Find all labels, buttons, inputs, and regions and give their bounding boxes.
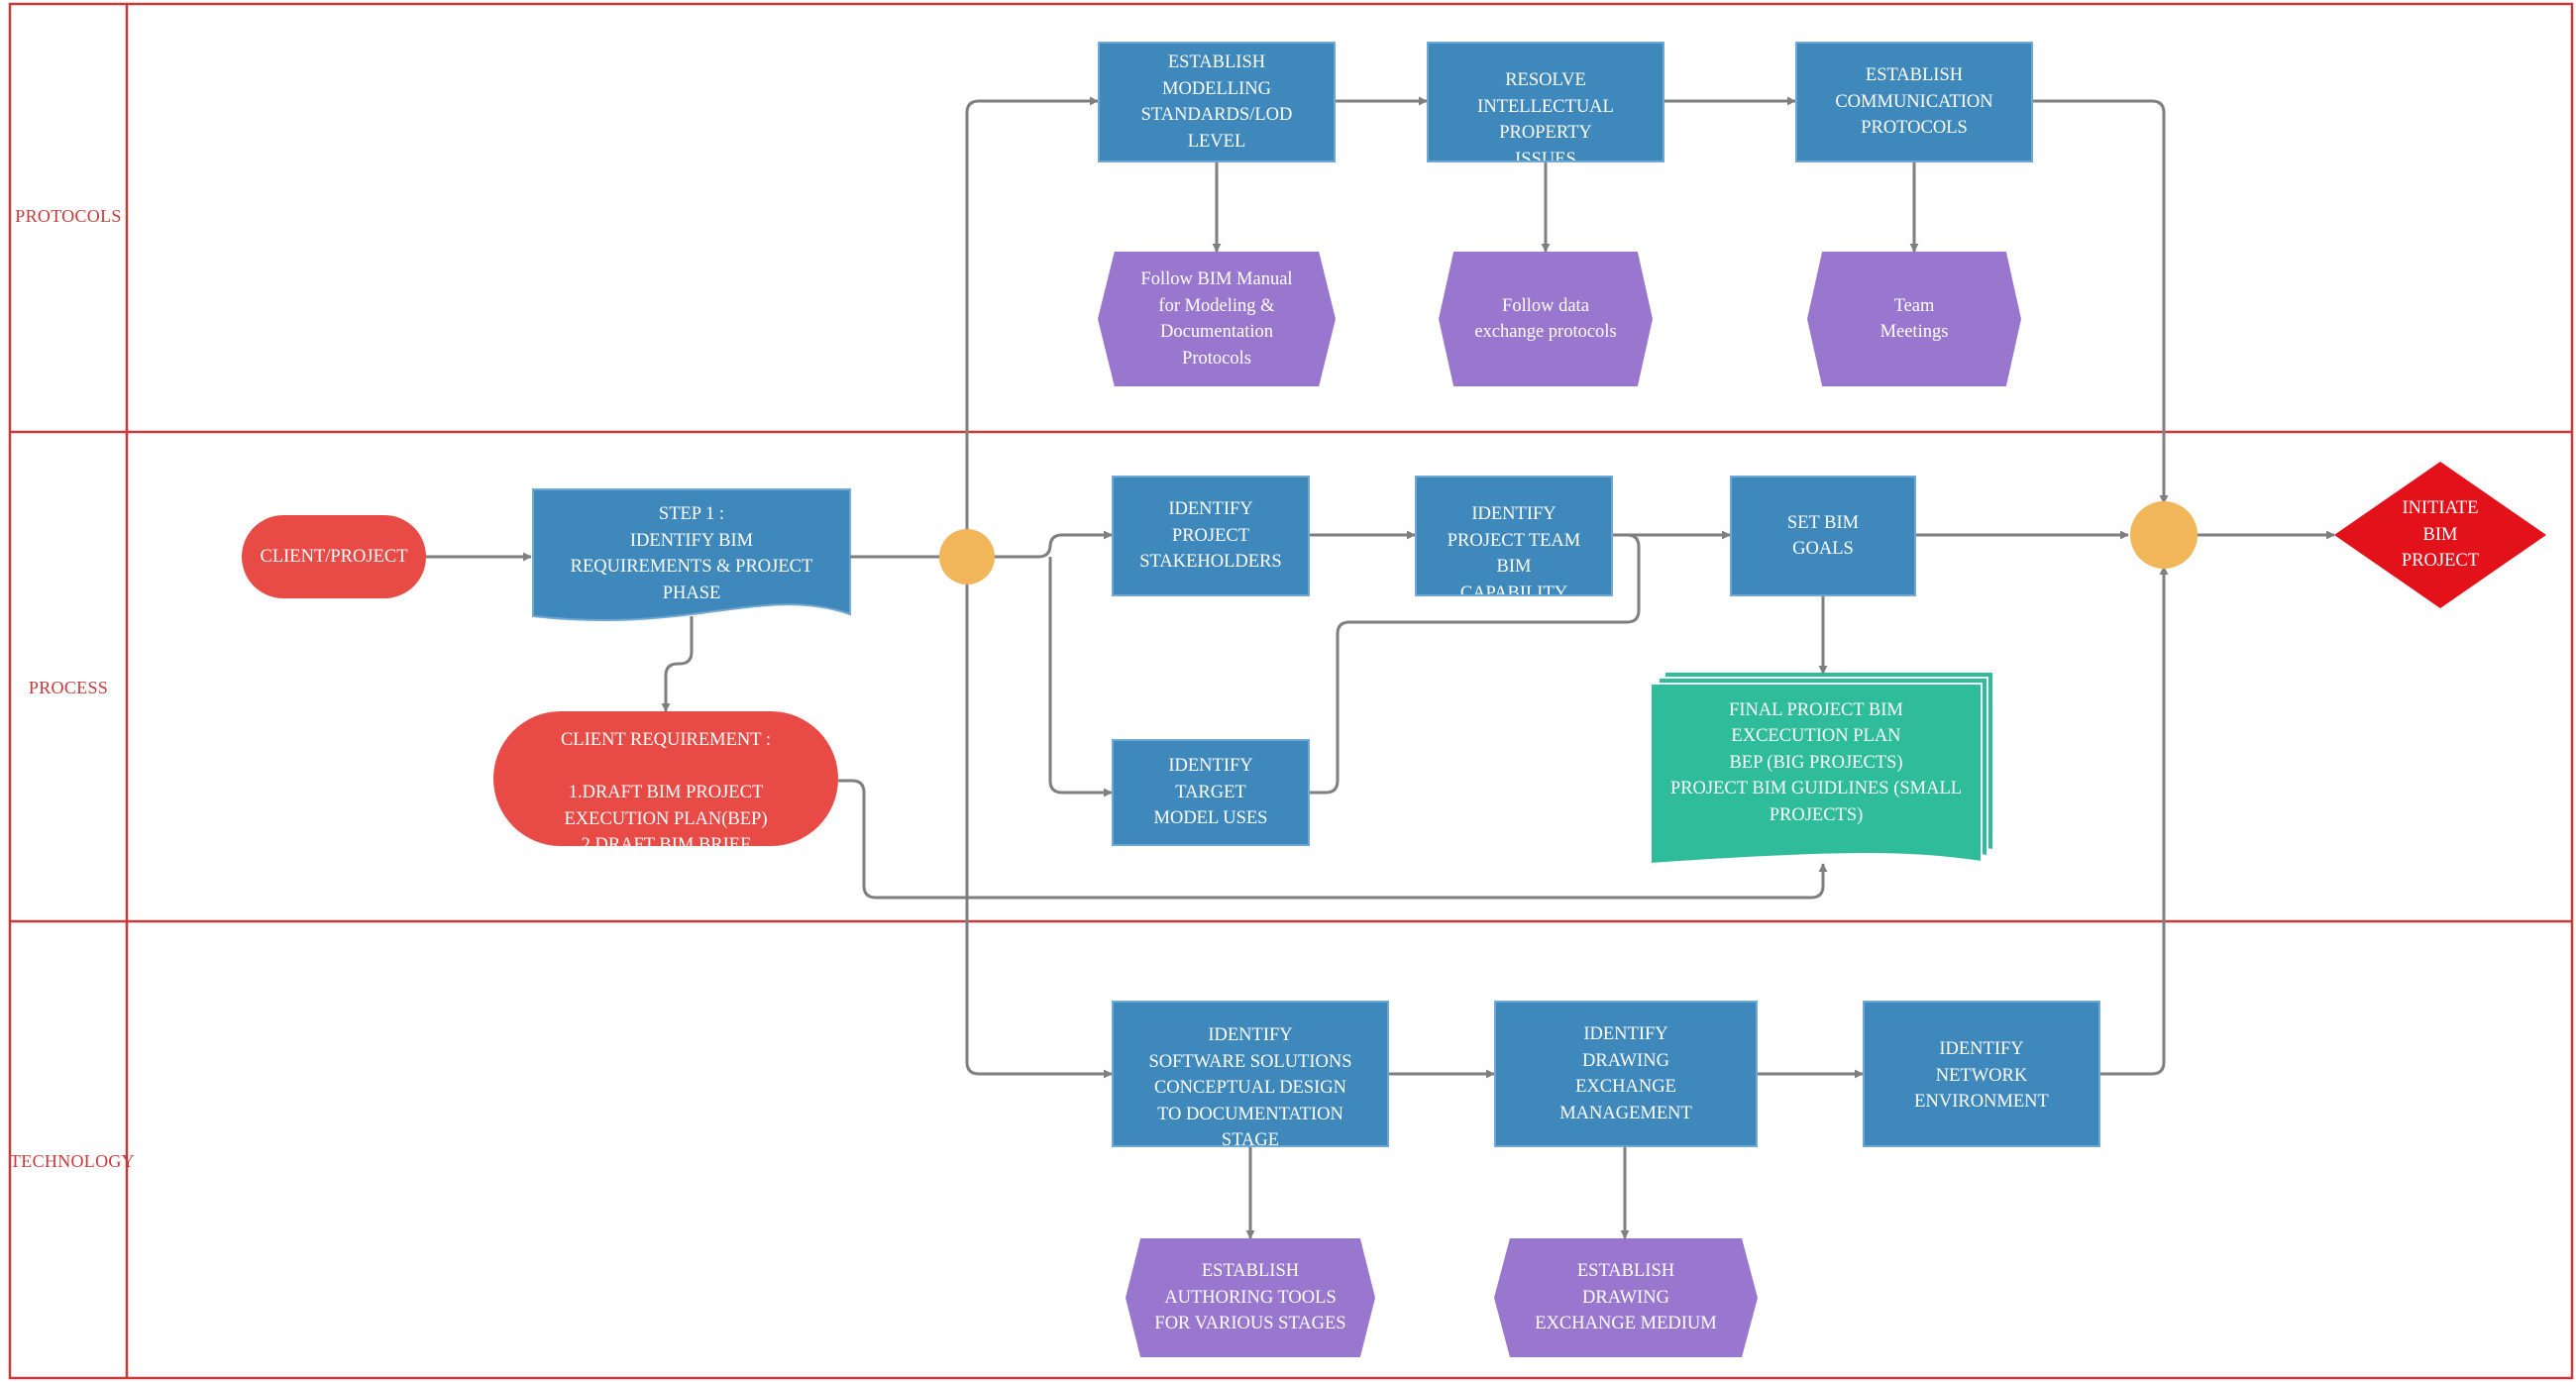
node-follow-bim-manual: Follow BIM Manual for Modeling & Documen…: [1098, 252, 1336, 386]
node-team-meetings: Team Meetings: [1807, 252, 2021, 386]
node-step1-identify-requirements: STEP 1 : IDENTIFY BIM REQUIREMENTS & PRO…: [570, 504, 813, 603]
lane-label-technology: TECHNOLOGY: [10, 1151, 135, 1171]
swimlane-frame: [8, 2, 2574, 1380]
junction-split: [939, 529, 995, 585]
node-establish-authoring-tools: ESTABLISH AUTHORING TOOLS FOR VARIOUS ST…: [1126, 1238, 1375, 1357]
lane-label-protocols: PROTOCOLS: [15, 206, 122, 226]
node-establish-modelling-standards: ESTABLISH MODELLING STANDARDS/LOD LEVEL: [1098, 42, 1336, 162]
node-final-project-bim-plan: FINAL PROJECT BIM EXCECUTION PLAN BEP (B…: [1669, 699, 1963, 825]
edge-client-requirement-to-final-plan: [838, 779, 1828, 900]
edge-junction-to-stakeholders: [993, 530, 1113, 559]
node-identify-software-solutions: IDENTIFY SOFTWARE SOLUTIONS CONCEPTUAL D…: [1112, 1001, 1389, 1147]
edge-junction-to-modelling: [965, 96, 1099, 533]
edge-junction-to-target-uses: [1048, 557, 1113, 797]
node-establish-communication-protocols: ESTABLISH COMMUNICATION PROTOCOLS: [1795, 42, 2033, 162]
node-client-requirement: CLIENT REQUIREMENT : 1.DRAFT BIM PROJECT…: [493, 711, 838, 846]
junction-merge: [2130, 501, 2198, 569]
step1-wave-shape: [532, 488, 851, 622]
node-identify-team-capability: IDENTIFY PROJECT TEAM BIM CAPABILITY: [1415, 476, 1613, 596]
node-establish-drawing-exchange-medium: ESTABLISH DRAWING EXCHANGE MEDIUM: [1494, 1238, 1758, 1357]
node-identify-drawing-exchange: IDENTIFY DRAWING EXCHANGE MANAGEMENT: [1494, 1001, 1758, 1147]
edge-capability-to-target-uses: [1310, 533, 1641, 795]
connectors: [426, 96, 2335, 1239]
lane-outer-border: [8, 2, 2574, 1380]
node-follow-data-exchange: Follow data exchange protocols: [1439, 252, 1653, 386]
node-identify-project-stakeholders: IDENTIFY PROJECT STAKEHOLDERS: [1112, 476, 1310, 596]
node-resolve-intellectual-property: RESOLVE INTELLECTUAL PROPERTY ISSUES: [1427, 42, 1664, 162]
node-client-project: CLIENT/PROJECT: [242, 515, 426, 598]
edge-communication-to-merge: [2033, 99, 2169, 504]
edge-step1-to-client-requirement: [661, 616, 694, 712]
lane-label-process: PROCESS: [28, 678, 109, 697]
node-identify-network-environment: IDENTIFY NETWORK ENVIRONMENT: [1863, 1001, 2100, 1147]
final-plan-document-stack: [1650, 671, 1994, 866]
node-set-bim-goals: SET BIM GOALS: [1730, 476, 1916, 596]
node-identify-target-model-uses: IDENTIFY TARGET MODEL USES: [1112, 739, 1310, 846]
edge-junction-to-software: [965, 581, 1113, 1079]
edge-network-to-merge: [2100, 566, 2169, 1076]
